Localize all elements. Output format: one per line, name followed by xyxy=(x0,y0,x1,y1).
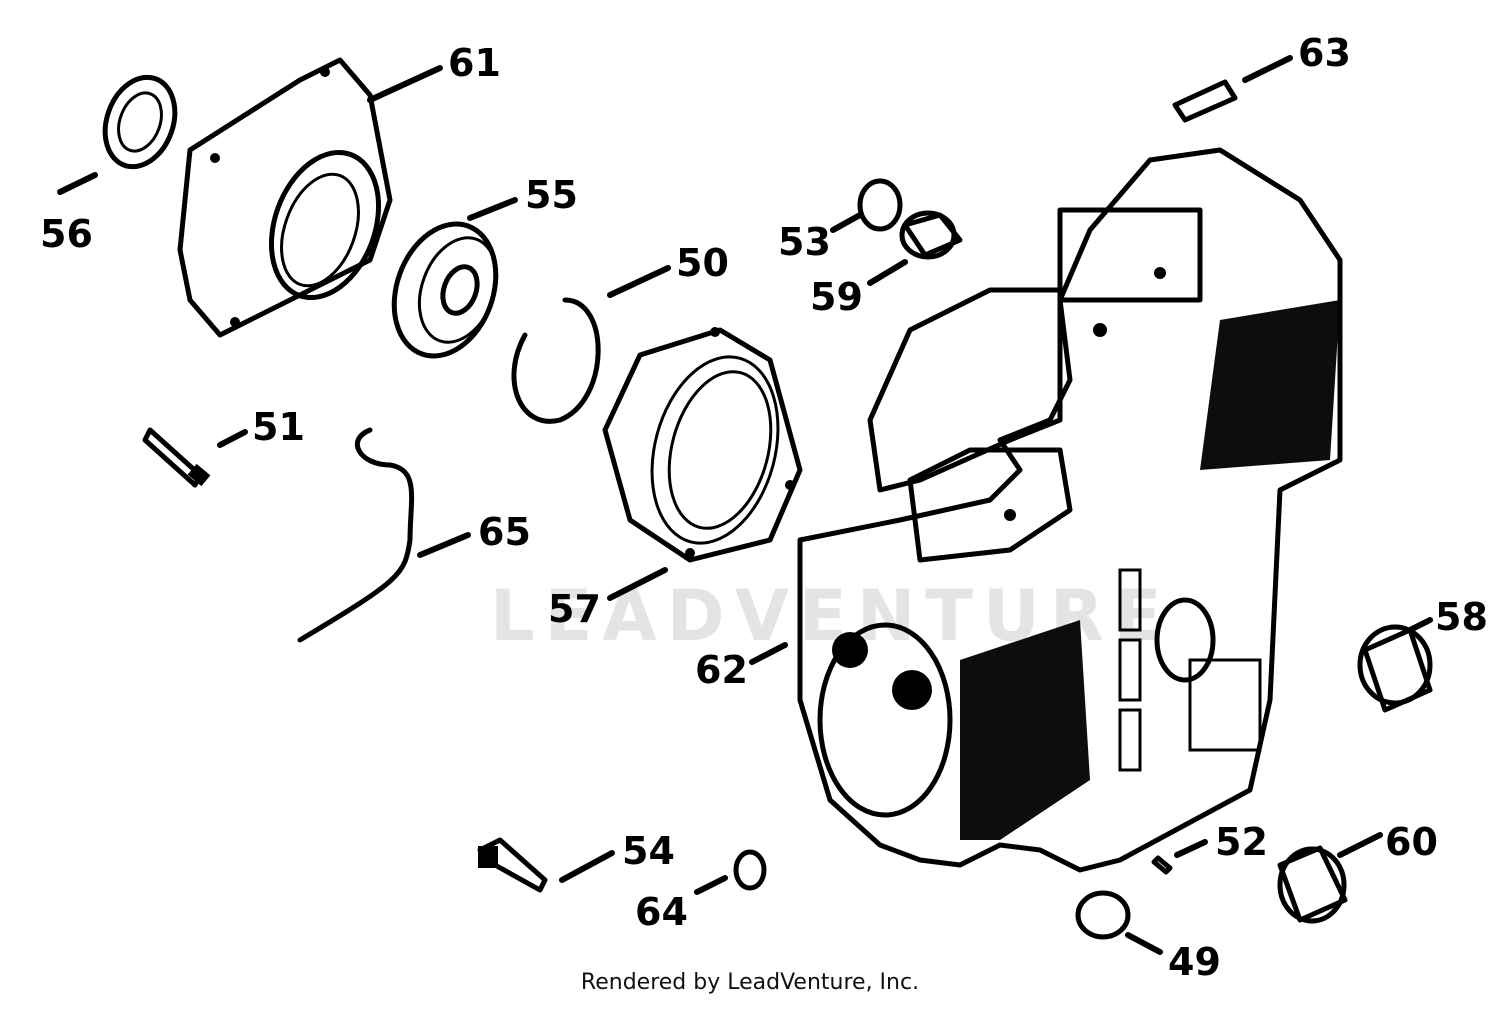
svg-text:55: 55 xyxy=(525,173,578,217)
svg-text:58: 58 xyxy=(1435,595,1488,639)
callout-61: 61 xyxy=(367,41,501,103)
callout-62: 62 xyxy=(695,642,788,692)
part-retaining-ring xyxy=(511,297,601,424)
callout-58: 58 xyxy=(1407,595,1488,639)
svg-text:61: 61 xyxy=(448,41,501,85)
part-fitting xyxy=(142,427,211,488)
callout-49: 49 xyxy=(1125,932,1221,984)
part-wire xyxy=(297,427,415,643)
part-washer xyxy=(733,849,767,891)
svg-text:57: 57 xyxy=(548,587,601,631)
callout-54: 54 xyxy=(559,829,675,883)
callout-53: 53 xyxy=(778,212,863,264)
callout-51: 51 xyxy=(217,405,305,449)
svg-text:52: 52 xyxy=(1215,820,1268,864)
svg-text:62: 62 xyxy=(695,648,748,692)
part-ball-bearing xyxy=(391,221,499,359)
callout-57: 57 xyxy=(548,567,668,631)
svg-text:50: 50 xyxy=(676,241,729,285)
part-bearing-plate xyxy=(177,57,393,338)
callout-52: 52 xyxy=(1174,820,1268,864)
callout-56: 56 xyxy=(40,172,98,256)
svg-text:49: 49 xyxy=(1168,940,1221,984)
part-pin xyxy=(1151,855,1173,875)
part-plug xyxy=(857,178,903,232)
part-seal xyxy=(102,74,178,170)
svg-text:54: 54 xyxy=(622,829,675,873)
svg-text:64: 64 xyxy=(635,890,688,934)
callout-65: 65 xyxy=(417,510,531,558)
svg-text:51: 51 xyxy=(252,405,305,449)
callout-64: 64 xyxy=(635,875,728,934)
svg-text:63: 63 xyxy=(1298,31,1351,75)
svg-text:60: 60 xyxy=(1385,820,1438,864)
part-sleeve-bearing xyxy=(1357,624,1433,713)
callout-55: 55 xyxy=(467,173,578,221)
part-gasket xyxy=(602,327,803,563)
svg-text:53: 53 xyxy=(778,220,831,264)
part-bushing xyxy=(1277,845,1348,924)
callout-59: 59 xyxy=(810,259,908,319)
part-cup-plug xyxy=(899,210,963,260)
part-bolt xyxy=(477,837,548,893)
svg-text:65: 65 xyxy=(478,510,531,554)
svg-text:56: 56 xyxy=(40,212,93,256)
part-crankcase xyxy=(797,147,1343,873)
callout-63: 63 xyxy=(1242,31,1351,83)
callout-60: 60 xyxy=(1337,820,1438,864)
part-dowel-pin xyxy=(1172,79,1238,123)
svg-text:59: 59 xyxy=(810,275,863,319)
callout-50: 50 xyxy=(607,241,729,298)
credit-text: Rendered by LeadVenture, Inc. xyxy=(580,970,920,995)
part-ring xyxy=(1075,890,1131,940)
